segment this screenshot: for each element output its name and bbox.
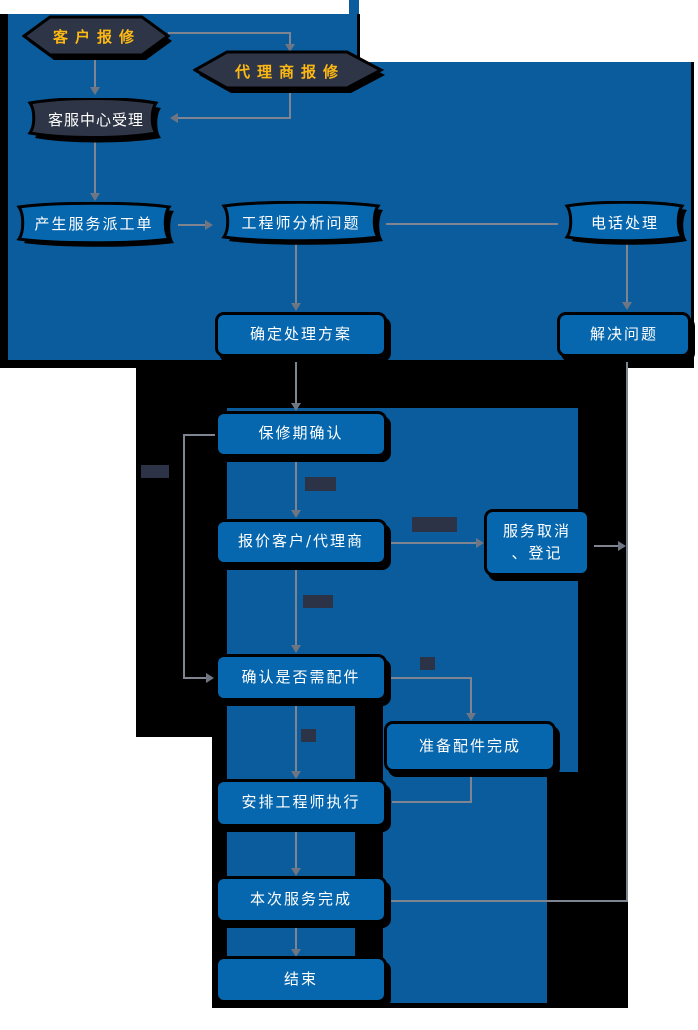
node-assign-engineer: 安排工程师执行 xyxy=(215,779,387,827)
arrowhead-engineer-analysis xyxy=(205,220,213,230)
edge-customer-to-agent-h xyxy=(168,32,291,34)
label-box-parts-right xyxy=(420,657,435,670)
edge-solve-down-v xyxy=(626,357,628,902)
label-box-warranty-left xyxy=(141,465,169,478)
edge-customer-to-agent-v xyxy=(289,32,291,46)
edge-agent-to-center-v xyxy=(289,93,291,118)
arrowhead-warranty-confirm xyxy=(291,403,301,411)
scroll-shape xyxy=(16,202,174,247)
arrowhead-parts-needed-top xyxy=(291,645,301,653)
arrowhead-into-service-center xyxy=(170,113,178,123)
node-label-line1: 服务取消 xyxy=(502,521,571,540)
node-label: 确认是否需配件 xyxy=(241,667,361,686)
edge-dispatch-to-analysis xyxy=(178,224,207,226)
arrowhead-parts-needed-left xyxy=(206,673,214,683)
node-label: 确定处理方案 xyxy=(249,324,352,343)
edge-parts-needed-to-assign xyxy=(295,701,297,774)
node-label: 本次服务完成 xyxy=(249,889,352,908)
arrowhead-solve-problem xyxy=(622,302,632,310)
node-agent-report: 代理商报修 xyxy=(193,50,387,95)
node-label: 结束 xyxy=(283,969,318,988)
node-label: 工程师分析问题 xyxy=(241,213,361,232)
edge-quote-to-cancel xyxy=(390,542,478,544)
arrowhead-service-complete xyxy=(291,868,301,876)
node-phone-handling: 电话处理 xyxy=(557,201,693,246)
bg-band-right-lower xyxy=(383,772,547,1003)
node-service-cancel: 服务取消 、登记 xyxy=(484,509,590,576)
edge-agent-to-center-h xyxy=(177,117,291,119)
node-quote-customer: 报价客户/代理商 xyxy=(215,519,387,565)
edge-parts-needed-right-v xyxy=(470,677,472,715)
node-service-center: 客服中心受理 xyxy=(21,98,171,144)
edge-parts-ready-down-v xyxy=(470,772,472,803)
edge-to-service-complete-h xyxy=(390,900,628,902)
node-dispatch-order: 产生服务派工单 xyxy=(8,202,180,248)
edge-parts-needed-right-h xyxy=(390,677,471,679)
hexagon-shape xyxy=(193,50,385,93)
edge-warranty-left-v xyxy=(183,434,185,679)
node-label: 代理商报修 xyxy=(234,62,345,81)
node-service-complete: 本次服务完成 xyxy=(215,876,387,923)
scroll-shape xyxy=(221,201,383,245)
node-end: 结束 xyxy=(215,956,387,1003)
edge-quote-to-parts xyxy=(295,565,297,648)
node-solution-plan: 确定处理方案 xyxy=(215,312,387,357)
node-label: 电话处理 xyxy=(590,213,659,232)
arrowhead-solution-plan xyxy=(291,303,301,311)
node-customer-report: 客户报修 xyxy=(22,15,172,61)
node-engineer-analysis: 工程师分析问题 xyxy=(213,201,389,246)
edge-parts-ready-to-assign-h xyxy=(392,801,472,803)
edge-warranty-to-quote xyxy=(295,457,297,513)
node-warranty-confirm: 保修期确认 xyxy=(215,411,387,457)
label-box-parts-down xyxy=(301,729,316,742)
arrowhead-service-cancel xyxy=(476,538,484,548)
arrowhead-parts-ready xyxy=(466,713,476,721)
arrowhead-cancel-merge xyxy=(618,541,626,551)
edge-customer-to-center xyxy=(94,57,96,89)
node-label: 客服中心受理 xyxy=(47,111,144,130)
scroll-shape xyxy=(564,201,687,245)
arrowhead-agent-report xyxy=(285,44,295,52)
node-label-line2: 、登记 xyxy=(511,543,563,562)
arrowhead-assign-engineer xyxy=(291,771,301,779)
edge-complete-to-end xyxy=(295,923,297,953)
edge-assign-to-complete xyxy=(295,827,297,873)
edge-analysis-to-plan xyxy=(295,244,297,306)
node-label: 解决问题 xyxy=(589,324,658,343)
node-label: 安排工程师执行 xyxy=(241,793,361,812)
edge-cancel-out-h xyxy=(591,545,620,547)
arrowhead-end xyxy=(291,949,301,957)
node-parts-needed: 确认是否需配件 xyxy=(215,654,387,701)
edge-warranty-to-parts-h xyxy=(185,677,209,679)
edge-warranty-left-h xyxy=(184,434,215,436)
label-box-quote-right xyxy=(412,517,457,532)
node-solve-problem: 解决问题 xyxy=(557,312,691,357)
label-box-quote-down xyxy=(303,595,333,608)
edge-plan-to-warranty xyxy=(295,357,297,406)
arrowhead-service-center xyxy=(90,87,100,95)
node-label: 服务取消 、登记 xyxy=(503,521,571,565)
arrowhead-dispatch-order xyxy=(90,193,100,201)
node-label: 报价客户/代理商 xyxy=(237,532,365,551)
node-parts-ready: 准备配件完成 xyxy=(384,721,556,772)
node-label: 产生服务派工单 xyxy=(34,215,154,234)
edge-analysis-to-phone xyxy=(386,223,558,225)
label-box-warranty-down xyxy=(305,477,336,491)
node-label: 保修期确认 xyxy=(258,424,344,443)
arrowhead-quote-customer xyxy=(291,510,301,518)
node-label: 准备配件完成 xyxy=(418,736,521,755)
edge-center-to-dispatch xyxy=(94,140,96,196)
banner-shape xyxy=(27,98,161,143)
edge-phone-to-solve xyxy=(626,244,628,305)
node-label: 客户报修 xyxy=(52,28,141,47)
hexagon-shape xyxy=(22,15,172,60)
